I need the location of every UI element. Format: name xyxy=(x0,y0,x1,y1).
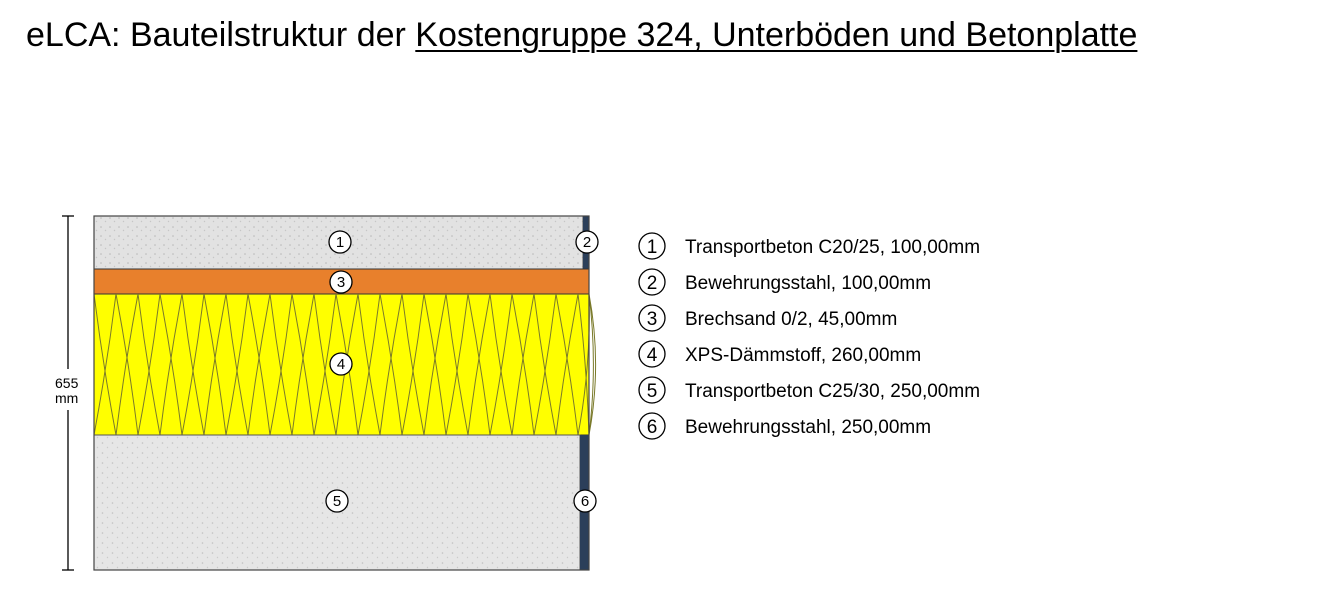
layer-marker-1: 1 xyxy=(328,230,352,254)
layer-marker-6: 6 xyxy=(573,489,597,513)
legend-label: XPS-Dämmstoff, 260,00mm xyxy=(685,345,921,366)
legend-label: Transportbeton C20/25, 100,00mm xyxy=(685,237,980,258)
layer-marker-5-label: 5 xyxy=(333,493,341,510)
legend-item: 6 Bewehrungsstahl, 250,00mm xyxy=(638,412,931,440)
page-title: eLCA: Bauteilstruktur der Kostengruppe 3… xyxy=(26,16,1137,55)
legend-label: Bewehrungsstahl, 250,00mm xyxy=(685,417,931,438)
legend-number: 4 xyxy=(647,345,658,366)
legend-label: Bewehrungsstahl, 100,00mm xyxy=(685,273,931,294)
layer-marker-2-label: 2 xyxy=(583,234,591,251)
legend-item: 5 Transportbeton C25/30, 250,00mm xyxy=(638,376,980,404)
layer-marker-3: 3 xyxy=(329,270,353,294)
legend-item: 3 Brechsand 0/2, 45,00mm xyxy=(638,304,897,332)
layer-marker-6-label: 6 xyxy=(581,493,589,510)
layer-marker-3-label: 3 xyxy=(337,274,345,291)
legend-item: 1 Transportbeton C20/25, 100,00mm xyxy=(638,232,980,260)
layer-marker-5: 5 xyxy=(325,489,349,513)
legend-item: 4 XPS-Dämmstoff, 260,00mm xyxy=(638,340,921,368)
dimension-value: 655 xyxy=(55,375,79,391)
dimension-unit: mm xyxy=(55,390,78,406)
legend-number: 5 xyxy=(647,381,658,402)
component-outline xyxy=(93,215,590,571)
title-subject: Kostengruppe 324, Unterböden und Betonpl… xyxy=(415,16,1138,54)
legend-item: 2 Bewehrungsstahl, 100,00mm xyxy=(638,268,931,296)
legend-number: 6 xyxy=(647,417,658,438)
legend-number: 3 xyxy=(647,309,658,330)
legend: 1 Transportbeton C20/25, 100,00mm 2 Bewe… xyxy=(638,232,980,440)
legend-label: Transportbeton C25/30, 250,00mm xyxy=(685,381,980,402)
layer-marker-4: 4 xyxy=(329,352,353,376)
layer-marker-1-label: 1 xyxy=(336,234,344,251)
layer-marker-4-label: 4 xyxy=(337,356,345,373)
legend-number: 2 xyxy=(647,273,658,294)
dimension-line: 655 mm xyxy=(55,215,79,571)
legend-number: 1 xyxy=(647,237,658,258)
layer-marker-2: 2 xyxy=(575,230,599,254)
legend-label: Brechsand 0/2, 45,00mm xyxy=(685,309,897,330)
title-prefix: eLCA: Bauteilstruktur der xyxy=(26,16,406,54)
